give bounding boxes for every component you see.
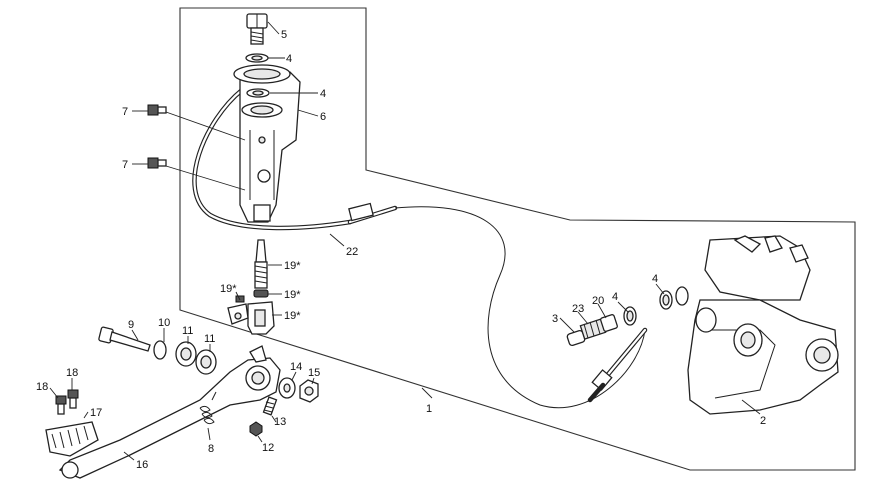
pedal-tip-bolt [55, 395, 67, 415]
callout-3: 3 [552, 313, 558, 325]
callout-19-nut: 19* [284, 289, 301, 301]
pedal-tip [45, 421, 99, 457]
callout-9: 9 [128, 319, 134, 331]
clevis [227, 295, 275, 335]
return-spring [199, 391, 217, 425]
mounting-bolt [147, 104, 246, 141]
washer [662, 294, 670, 306]
callout-4-bolt-washer: 4 [286, 53, 292, 65]
bearing [180, 347, 192, 361]
callout-8: 8 [208, 443, 214, 455]
callout-7-upper: 7 [122, 106, 128, 118]
callout-13: 13 [274, 416, 286, 428]
pedal-tip-bolt [67, 389, 79, 409]
callout-5: 5 [281, 29, 287, 41]
adjuster-nut [249, 421, 263, 437]
leader-lines [49, 21, 761, 461]
adjuster-screw [262, 396, 278, 416]
push-rod [253, 239, 269, 298]
callout-10: 10 [158, 317, 170, 329]
circlip [153, 340, 167, 360]
callout-16: 16 [136, 459, 148, 471]
callout-2: 2 [760, 415, 766, 427]
callout-15: 15 [308, 367, 320, 379]
bearing [200, 355, 212, 369]
assembly-frame [179, 7, 856, 471]
washer [675, 286, 689, 306]
mounting-bolt [147, 157, 246, 191]
bleeder-fitting [566, 314, 618, 347]
callout-18-right: 18 [66, 367, 78, 379]
banjo-bolt [246, 13, 268, 45]
brake-caliper [687, 235, 839, 415]
master-cylinder [233, 64, 301, 223]
callout-1: 1 [426, 403, 432, 415]
callout-4-banjo-washer: 4 [612, 291, 618, 303]
washer [252, 90, 264, 96]
washer [626, 310, 634, 322]
callout-6: 6 [320, 111, 326, 123]
callout-4-cylinder-washer: 4 [320, 88, 326, 100]
callout-7-lower: 7 [122, 159, 128, 171]
callout-14: 14 [290, 361, 302, 373]
callout-19-pin: 19* [220, 283, 237, 295]
callout-17: 17 [90, 407, 102, 419]
callout-19-clevis: 19* [284, 310, 301, 322]
pedal-washer [283, 383, 291, 393]
callout-11-right: 11 [204, 333, 215, 345]
pivot-bolt [98, 326, 151, 352]
callout-23: 23 [572, 303, 584, 315]
pedal-nut [304, 386, 314, 396]
brake-pedal [58, 345, 281, 479]
washer [251, 55, 263, 61]
callout-12: 12 [262, 442, 274, 454]
callout-20: 20 [592, 295, 604, 307]
callout-18-left: 18 [36, 381, 48, 393]
callout-22: 22 [346, 246, 358, 258]
callout-11-left: 11 [182, 325, 193, 337]
callout-19-rod: 19* [284, 260, 301, 272]
brake-hose [192, 87, 648, 409]
callout-labels: 1 2 3 4 4 4 4 5 6 7 7 8 9 10 11 11 12 13… [36, 29, 766, 471]
callout-4-caliper-washer: 4 [652, 273, 658, 285]
